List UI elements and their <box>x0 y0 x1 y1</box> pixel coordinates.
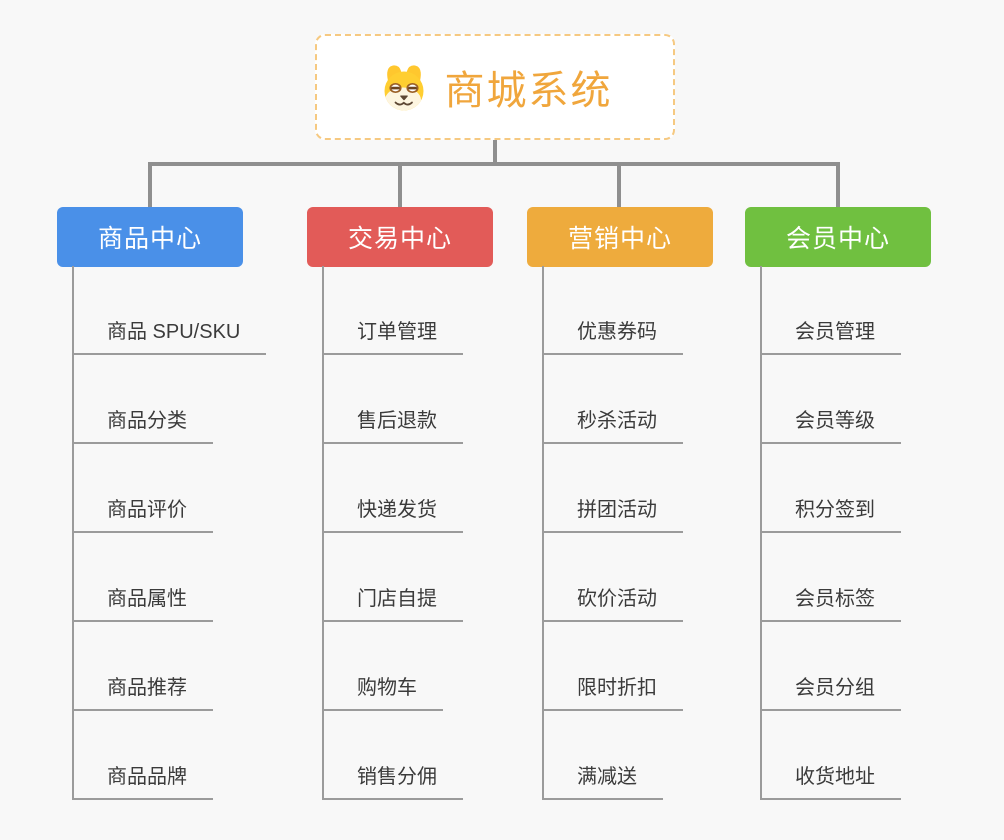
child-node: 会员管理 <box>762 266 901 355</box>
connector-drop-marketing <box>617 164 621 207</box>
child-node: 收货地址 <box>762 711 901 800</box>
child-node: 拼团活动 <box>544 444 683 533</box>
branch-node-product-center[interactable]: 商品中心 <box>57 207 243 267</box>
child-node-label[interactable]: 商品 SPU/SKU <box>74 315 267 355</box>
branch-children-marketing: 优惠券码 秒杀活动 拼团活动 砍价活动 限时折扣 满减送 <box>542 266 683 800</box>
child-node-label[interactable]: 商品分类 <box>74 404 213 444</box>
child-node: 优惠券码 <box>544 266 683 355</box>
child-node-label[interactable]: 砍价活动 <box>544 582 683 622</box>
connector-drop-member <box>836 164 840 207</box>
child-node: 商品推荐 <box>74 622 266 711</box>
child-node-label[interactable]: 优惠券码 <box>544 315 683 355</box>
child-node: 商品属性 <box>74 533 266 622</box>
child-node: 秒杀活动 <box>544 355 683 444</box>
child-node-label[interactable]: 积分签到 <box>762 493 901 533</box>
child-node: 购物车 <box>324 622 463 711</box>
child-node-label[interactable]: 商品推荐 <box>74 671 213 711</box>
branch-node-marketing-center[interactable]: 营销中心 <box>527 207 713 267</box>
child-node: 商品评价 <box>74 444 266 533</box>
branch-node-trade-center[interactable]: 交易中心 <box>307 207 493 267</box>
child-node: 砍价活动 <box>544 533 683 622</box>
child-node: 会员等级 <box>762 355 901 444</box>
child-node: 限时折扣 <box>544 622 683 711</box>
child-node-label[interactable]: 快递发货 <box>324 493 463 533</box>
child-node: 售后退款 <box>324 355 463 444</box>
root-node-mall-system[interactable]: 商城系统 <box>315 34 675 140</box>
root-title: 商城系统 <box>444 69 613 113</box>
child-node: 积分签到 <box>762 444 901 533</box>
child-node-label[interactable]: 限时折扣 <box>544 671 683 711</box>
child-node-label[interactable]: 售后退款 <box>324 404 463 444</box>
connector-root-drop <box>493 140 497 164</box>
connector-drop-trade <box>398 164 402 207</box>
child-node-label[interactable]: 销售分佣 <box>324 760 463 800</box>
shiba-dog-icon <box>378 64 430 111</box>
child-node: 商品品牌 <box>74 711 266 800</box>
branch-children-product: 商品 SPU/SKU 商品分类 商品评价 商品属性 商品推荐 商品品牌 <box>72 266 267 800</box>
branch-node-member-center[interactable]: 会员中心 <box>745 207 931 267</box>
child-node-label[interactable]: 会员分组 <box>762 671 901 711</box>
child-node-label[interactable]: 秒杀活动 <box>544 404 683 444</box>
branch-children-member: 会员管理 会员等级 积分签到 会员标签 会员分组 收货地址 <box>760 266 901 800</box>
child-node: 商品分类 <box>74 355 266 444</box>
child-node: 会员分组 <box>762 622 901 711</box>
branch-label: 营销中心 <box>567 225 672 253</box>
child-node: 会员标签 <box>762 533 901 622</box>
child-node: 门店自提 <box>324 533 463 622</box>
connector-drop-product <box>148 164 152 207</box>
child-node-label[interactable]: 订单管理 <box>324 315 463 355</box>
child-node-label[interactable]: 会员管理 <box>762 315 901 355</box>
branch-label: 会员中心 <box>785 225 890 253</box>
child-node: 商品 SPU/SKU <box>74 266 267 355</box>
branch-label: 商品中心 <box>97 225 202 253</box>
branch-children-trade: 订单管理 售后退款 快递发货 门店自提 购物车 销售分佣 <box>322 266 463 800</box>
child-node: 订单管理 <box>324 266 463 355</box>
child-node-label[interactable]: 门店自提 <box>324 582 463 622</box>
connector-rail <box>148 162 840 166</box>
child-node-label[interactable]: 拼团活动 <box>544 493 683 533</box>
child-node-label[interactable]: 商品品牌 <box>74 760 213 800</box>
child-node-label[interactable]: 满减送 <box>544 760 663 800</box>
branch-label: 交易中心 <box>347 225 452 253</box>
child-node-label[interactable]: 商品属性 <box>74 582 213 622</box>
child-node-label[interactable]: 收货地址 <box>762 760 901 800</box>
child-node-label[interactable]: 商品评价 <box>74 493 213 533</box>
child-node: 满减送 <box>544 711 683 800</box>
child-node-label[interactable]: 购物车 <box>324 671 443 711</box>
child-node: 快递发货 <box>324 444 463 533</box>
child-node-label[interactable]: 会员等级 <box>762 404 901 444</box>
child-node: 销售分佣 <box>324 711 463 800</box>
child-node-label[interactable]: 会员标签 <box>762 582 901 622</box>
